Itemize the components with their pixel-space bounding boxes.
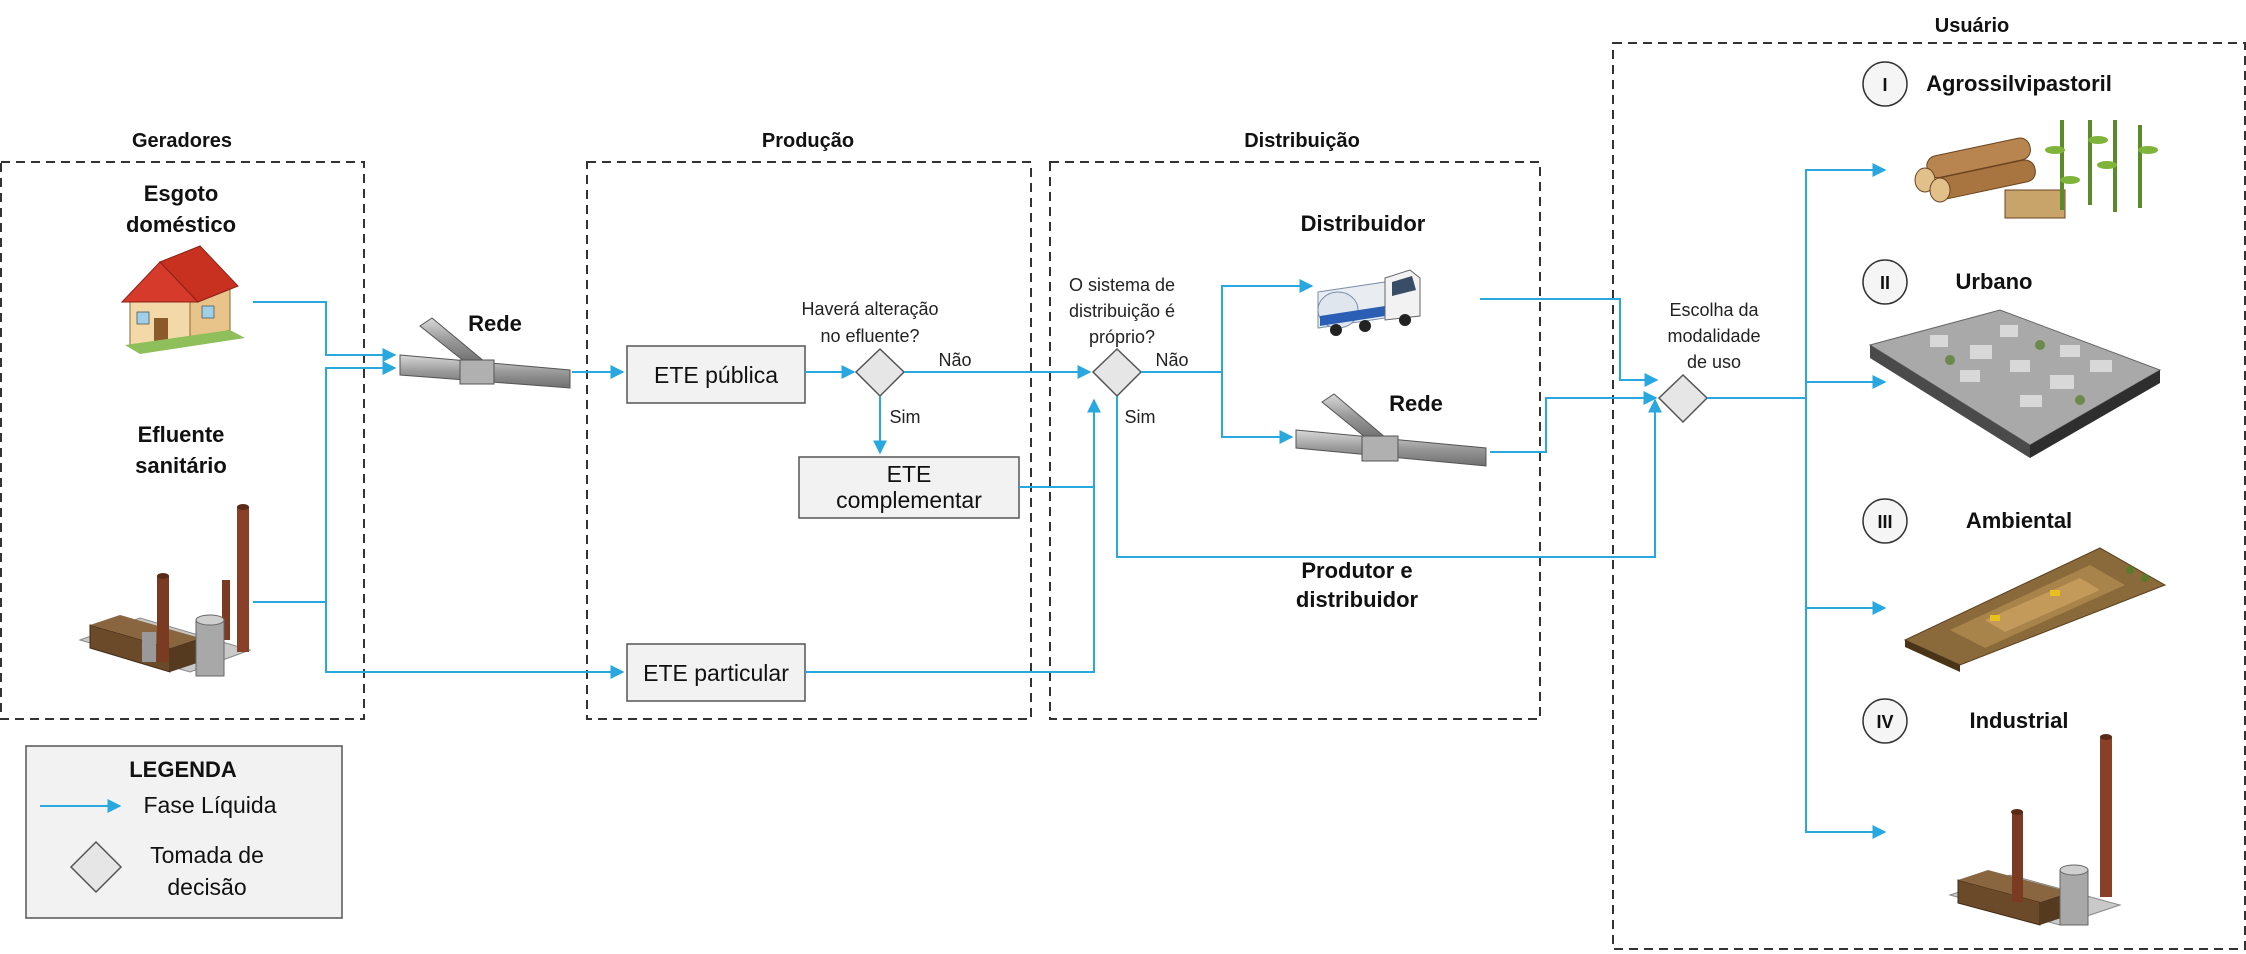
produtor-label-1: Produtor e <box>1301 558 1412 583</box>
ete-complementar-box <box>798 456 1020 519</box>
produtor-label-2: distribuidor <box>1296 587 1419 612</box>
legend-box <box>25 745 343 919</box>
esgoto-label-2: doméstico <box>126 212 236 237</box>
section-title-geradores: Geradores <box>132 130 232 152</box>
ete-complementar-label-2: complementar <box>836 487 982 513</box>
decision-diamond-3 <box>1657 373 1709 424</box>
decision-q1-line1: Haverá alteração <box>801 299 938 319</box>
truck-icon <box>1317 269 1421 336</box>
pipe-icon-1 <box>399 317 571 389</box>
decision-q1-sim: Sim <box>890 407 921 427</box>
rede-label-2: Rede <box>1389 391 1443 416</box>
flow-lines <box>253 163 1887 839</box>
choice-line3: de uso <box>1687 352 1741 372</box>
use-label-urbano: Urbano <box>1956 269 2033 294</box>
ete-complementar-label-1: ETE <box>887 461 932 487</box>
house-icon <box>120 245 245 354</box>
distribuidor-label: Distribuidor <box>1301 211 1426 236</box>
section-title-usuario: Usuário <box>1935 15 2009 37</box>
city-icon <box>1868 309 2162 458</box>
use-label-agrossilvipastoril: Agrossilvipastoril <box>1926 71 2112 96</box>
logs-corn-icon <box>1914 120 2158 219</box>
rede-label-1: Rede <box>468 311 522 336</box>
factory-icon <box>78 504 252 677</box>
decision-q2-line3: próprio? <box>1089 327 1155 347</box>
section-title-distribuicao: Distribuição <box>1244 130 1360 152</box>
ete-publica-box <box>626 345 806 404</box>
efluente-label-2: sanitário <box>135 453 227 478</box>
numeral-circle-iii <box>1862 498 1908 544</box>
legend-decision-diamond <box>69 840 123 894</box>
numeral-circle-iv <box>1862 698 1908 744</box>
numeral-i: I <box>1882 75 1887 95</box>
numeral-circle-i <box>1862 61 1908 107</box>
decision-diamond-1 <box>854 347 906 398</box>
decision-q2-nao: Não <box>1155 350 1188 370</box>
choice-line2: modalidade <box>1667 326 1760 346</box>
group-producao <box>586 161 1032 720</box>
numeral-circle-ii <box>1862 259 1908 305</box>
numeral-ii: II <box>1880 273 1890 293</box>
choice-line1: Escolha da <box>1669 300 1759 320</box>
decision-q1-nao: Não <box>938 350 971 370</box>
section-title-producao: Produção <box>762 130 854 152</box>
esgoto-label-1: Esgoto <box>144 181 219 206</box>
use-label-ambiental: Ambiental <box>1966 508 2072 533</box>
decision-diamond-2 <box>1091 347 1143 398</box>
legend-decision-label-2: decisão <box>167 874 246 900</box>
industrial-factory-icon <box>1948 734 2122 926</box>
use-label-industrial: Industrial <box>1969 708 2068 733</box>
legend-decision-label-1: Tomada de <box>150 842 264 868</box>
ete-particular-box <box>626 643 806 702</box>
decision-q2-line1: O sistema de <box>1069 275 1175 295</box>
decision-q1-line2: no efluente? <box>820 326 919 346</box>
pipe-icon-2 <box>1295 393 1487 467</box>
numeral-iv: IV <box>1876 712 1893 732</box>
group-usuario <box>1612 42 2246 950</box>
decision-q2-sim: Sim <box>1125 407 1156 427</box>
ete-publica-label: ETE pública <box>654 362 778 388</box>
legend-title: LEGENDA <box>129 757 237 782</box>
group-geradores <box>0 161 365 720</box>
legend-flow-label: Fase Líquida <box>144 792 277 818</box>
group-distribuicao <box>1049 161 1541 720</box>
numeral-iii: III <box>1877 512 1892 532</box>
ete-particular-label: ETE particular <box>643 660 789 686</box>
efluente-label-1: Efluente <box>138 422 225 447</box>
mine-icon <box>1903 547 2167 672</box>
decision-q2-line2: distribuição é <box>1069 301 1175 321</box>
